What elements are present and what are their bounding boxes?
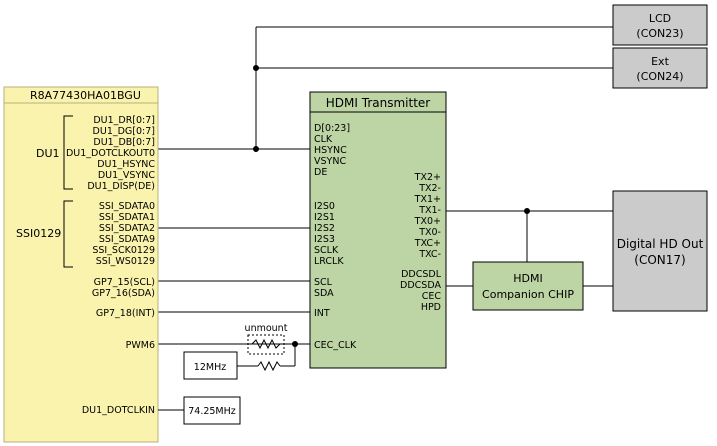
tx-pin-i2s3: I2S3 bbox=[314, 234, 335, 245]
junction-dot bbox=[253, 146, 259, 152]
pin-ssi-sdata2: SSI_SDATA2 bbox=[99, 223, 155, 234]
tx-pin-vsync: VSYNC bbox=[314, 156, 346, 167]
soc-block: R8A77430HA01BGU DU1 DU1_DR[0:7] DU1_DG[0… bbox=[3, 86, 159, 443]
tx-pin-ddcsda: DDCSDA bbox=[400, 280, 441, 291]
tx-pin-ddcsdl: DDCSDL bbox=[401, 269, 442, 280]
tx-pin-tx2m: TX2- bbox=[418, 183, 441, 194]
pin-gp7-18: GP7_18(INT) bbox=[96, 308, 155, 319]
tx-pin-i2s2: I2S2 bbox=[314, 223, 335, 234]
resistor-12mhz-symbol bbox=[257, 360, 281, 372]
tx-pin-tx0m: TX0- bbox=[418, 227, 441, 238]
tx-pin-txcp: TXC+ bbox=[414, 238, 441, 249]
soc-box bbox=[3, 86, 159, 443]
pin-pwm6: PWM6 bbox=[126, 340, 155, 351]
pin-du1-db: DU1_DB[0:7] bbox=[93, 137, 155, 148]
pin-ssi-sdata1: SSI_SDATA1 bbox=[99, 212, 155, 223]
tx-pin-sda: SDA bbox=[314, 288, 334, 299]
unmount-label: unmount bbox=[245, 323, 288, 334]
junction-dot bbox=[253, 65, 259, 71]
junctions bbox=[253, 65, 530, 347]
lcd-connector-line1: LCD bbox=[649, 12, 671, 25]
tx-pin-de: DE bbox=[314, 167, 327, 178]
junction-dot bbox=[292, 341, 298, 347]
hdmi-transmitter-block: HDMI Transmitter D[0:23] CLK HSYNC VSYNC… bbox=[309, 91, 447, 369]
companion-chip-block: HDMI Companion CHIP bbox=[472, 261, 584, 311]
ext-connector-line1: Ext bbox=[651, 55, 669, 68]
du1-group-label: DU1 bbox=[36, 147, 60, 160]
osc-12mhz-box bbox=[183, 351, 238, 380]
tx-pin-tx0p: TX0+ bbox=[414, 216, 441, 227]
pin-ssi-sck0129: SSI_SCK0129 bbox=[92, 245, 155, 256]
companion-chip-line1: HDMI bbox=[513, 272, 542, 285]
unmount-resistor-symbol bbox=[251, 338, 281, 350]
pin-du1-dotclkin: DU1_DOTCLKIN bbox=[82, 405, 155, 416]
tx-pin-sclk: SCLK bbox=[314, 245, 339, 256]
ssi-bracket bbox=[63, 200, 73, 268]
pin-ssi-sdata0: SSI_SDATA0 bbox=[99, 201, 155, 212]
pin-ssi-sdata9: SSI_SDATA9 bbox=[99, 234, 155, 245]
pin-du1-hsync: DU1_HSYNC bbox=[97, 159, 155, 170]
tx-pin-cec: CEC bbox=[422, 291, 442, 302]
unmount-resistor: unmount bbox=[245, 323, 288, 355]
pin-du1-dotclkout0: DU1_DOTCLKOUT0 bbox=[66, 148, 155, 159]
tx-pin-i2s1: I2S1 bbox=[314, 212, 335, 223]
osc-74mhz: 74.25MHz bbox=[158, 396, 241, 425]
tx-pin-tx1p: TX1+ bbox=[414, 194, 441, 205]
junction-dot bbox=[524, 208, 530, 214]
osc-74mhz-label: 74.25MHz bbox=[188, 406, 236, 417]
ext-connector-box bbox=[612, 47, 708, 89]
hd-out-connector: Digital HD Out (CON17) bbox=[612, 190, 708, 312]
pin-du1-dr: DU1_DR[0:7] bbox=[93, 115, 155, 126]
lcd-connector-box bbox=[612, 4, 708, 46]
tx-pin-clk: CLK bbox=[314, 134, 333, 145]
tx-pin-scl: SCL bbox=[314, 277, 333, 288]
pin-ssi-ws0129: SSI_WS0129 bbox=[96, 256, 155, 267]
tx-pin-hpd: HPD bbox=[421, 302, 441, 313]
ext-connector: Ext (CON24) bbox=[612, 47, 708, 89]
hd-out-connector-line1: Digital HD Out bbox=[617, 237, 704, 251]
pin-gp7-16: GP7_16(SDA) bbox=[92, 288, 155, 299]
pin-du1-disp: DU1_DISP(DE) bbox=[87, 181, 155, 192]
companion-chip-line2: Companion CHIP bbox=[482, 288, 574, 301]
osc-74mhz-box bbox=[183, 396, 241, 425]
soc-title: R8A77430HA01BGU bbox=[30, 89, 141, 102]
tx-pin-cec-clk: CEC_CLK bbox=[314, 340, 357, 351]
unmount-dashed-box bbox=[247, 334, 285, 355]
tx-pin-tx1m: TX1- bbox=[418, 205, 441, 216]
lcd-connector-line2: (CON23) bbox=[636, 27, 683, 40]
pin-du1-dg: DU1_DG[0:7] bbox=[93, 126, 155, 137]
hdmi-transmitter-title: HDMI Transmitter bbox=[326, 96, 430, 110]
companion-chip-box bbox=[472, 261, 584, 311]
tx-pin-int: INT bbox=[314, 308, 330, 319]
tx-pin-tx2p: TX2+ bbox=[414, 172, 441, 183]
hdmi-transmitter-box bbox=[309, 91, 447, 369]
osc-12mhz-label: 12MHz bbox=[194, 362, 226, 373]
tx-pin-d: D[0:23] bbox=[314, 123, 350, 134]
pin-du1-vsync: DU1_VSYNC bbox=[98, 170, 156, 181]
hd-out-connector-box bbox=[612, 190, 708, 312]
tx-pin-i2s0: I2S0 bbox=[314, 201, 335, 212]
ssi-group-label: SSI0129 bbox=[16, 227, 61, 240]
wires bbox=[158, 26, 613, 367]
tx-pin-lrclk: LRCLK bbox=[314, 256, 344, 267]
du1-bracket bbox=[63, 115, 73, 190]
hd-out-connector-line2: (CON17) bbox=[634, 253, 685, 267]
lcd-connector: LCD (CON23) bbox=[612, 4, 708, 46]
ext-connector-line2: (CON24) bbox=[636, 70, 683, 83]
tx-pin-txcm: TXC- bbox=[418, 249, 441, 260]
tx-pin-hsync: HSYNC bbox=[314, 145, 347, 156]
osc-12mhz: 12MHz bbox=[183, 351, 281, 380]
pin-gp7-15: GP7_15(SCL) bbox=[94, 277, 155, 288]
